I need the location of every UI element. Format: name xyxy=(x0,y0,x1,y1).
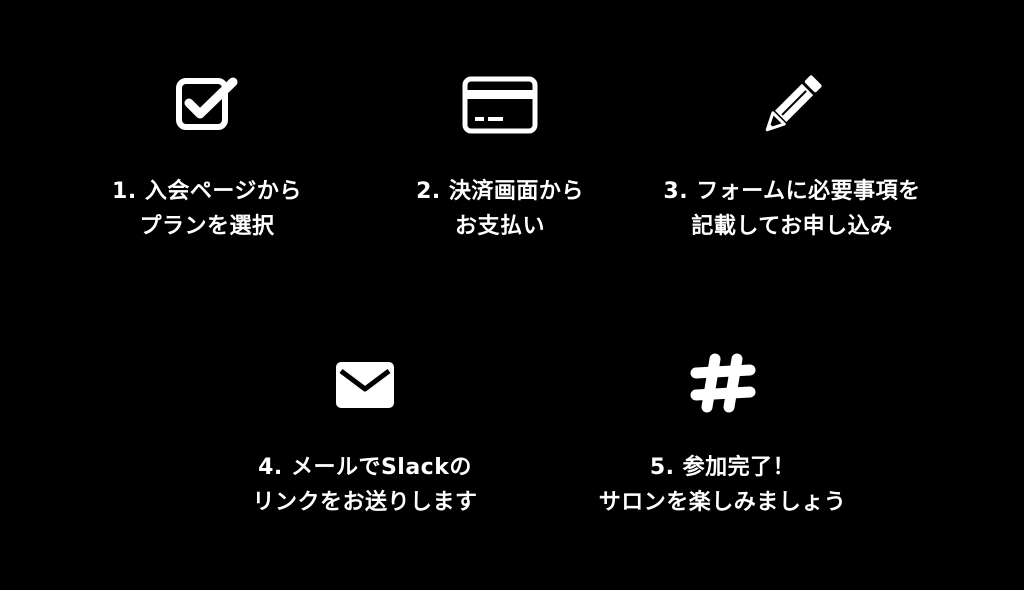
pencil-icon xyxy=(760,75,824,134)
step-5-label: 5. 参加完了！ サロンを楽しみましょう xyxy=(599,450,847,520)
step-4-line-1: 4. メールでSlackの xyxy=(258,455,472,480)
envelope-icon xyxy=(335,360,395,410)
step-2-line-2: お支払い xyxy=(454,214,545,239)
step-4-label: 4. メールでSlackの リンクをお送りします xyxy=(252,450,477,520)
step-2-line-1: 2. 決済画面から xyxy=(416,179,584,204)
step-3-line-2: 記載してお申し込み xyxy=(691,214,893,239)
step-3-line-1: 3. フォームに必要事項を xyxy=(663,179,921,204)
step-5-line-2: サロンを楽しみましょう xyxy=(598,490,847,515)
step-4: 4. メールでSlackの リンクをお送りします xyxy=(225,360,505,520)
step-5-line-1: 5. 参加完了！ xyxy=(649,455,796,480)
step-2-label: 2. 決済画面から お支払い xyxy=(416,174,584,244)
credit-card-icon xyxy=(462,76,538,134)
checkbox-icon xyxy=(175,76,239,134)
step-1: 1. 入会ページから プランを選択 xyxy=(92,76,322,244)
step-2: 2. 決済画面から お支払い xyxy=(385,76,615,244)
step-5: 5. 参加完了！ サロンを楽しみましょう xyxy=(560,353,885,520)
step-1-label: 1. 入会ページから プランを選択 xyxy=(112,174,302,244)
step-4-line-2: リンクをお送りします xyxy=(252,490,478,515)
step-1-line-1: 1. 入会ページから xyxy=(112,179,302,204)
step-3-label: 3. フォームに必要事項を 記載してお申し込み xyxy=(663,174,920,244)
step-1-line-2: プランを選択 xyxy=(139,214,275,239)
step-3: 3. フォームに必要事項を 記載してお申し込み xyxy=(622,75,962,244)
slack-hash-icon xyxy=(690,353,756,412)
